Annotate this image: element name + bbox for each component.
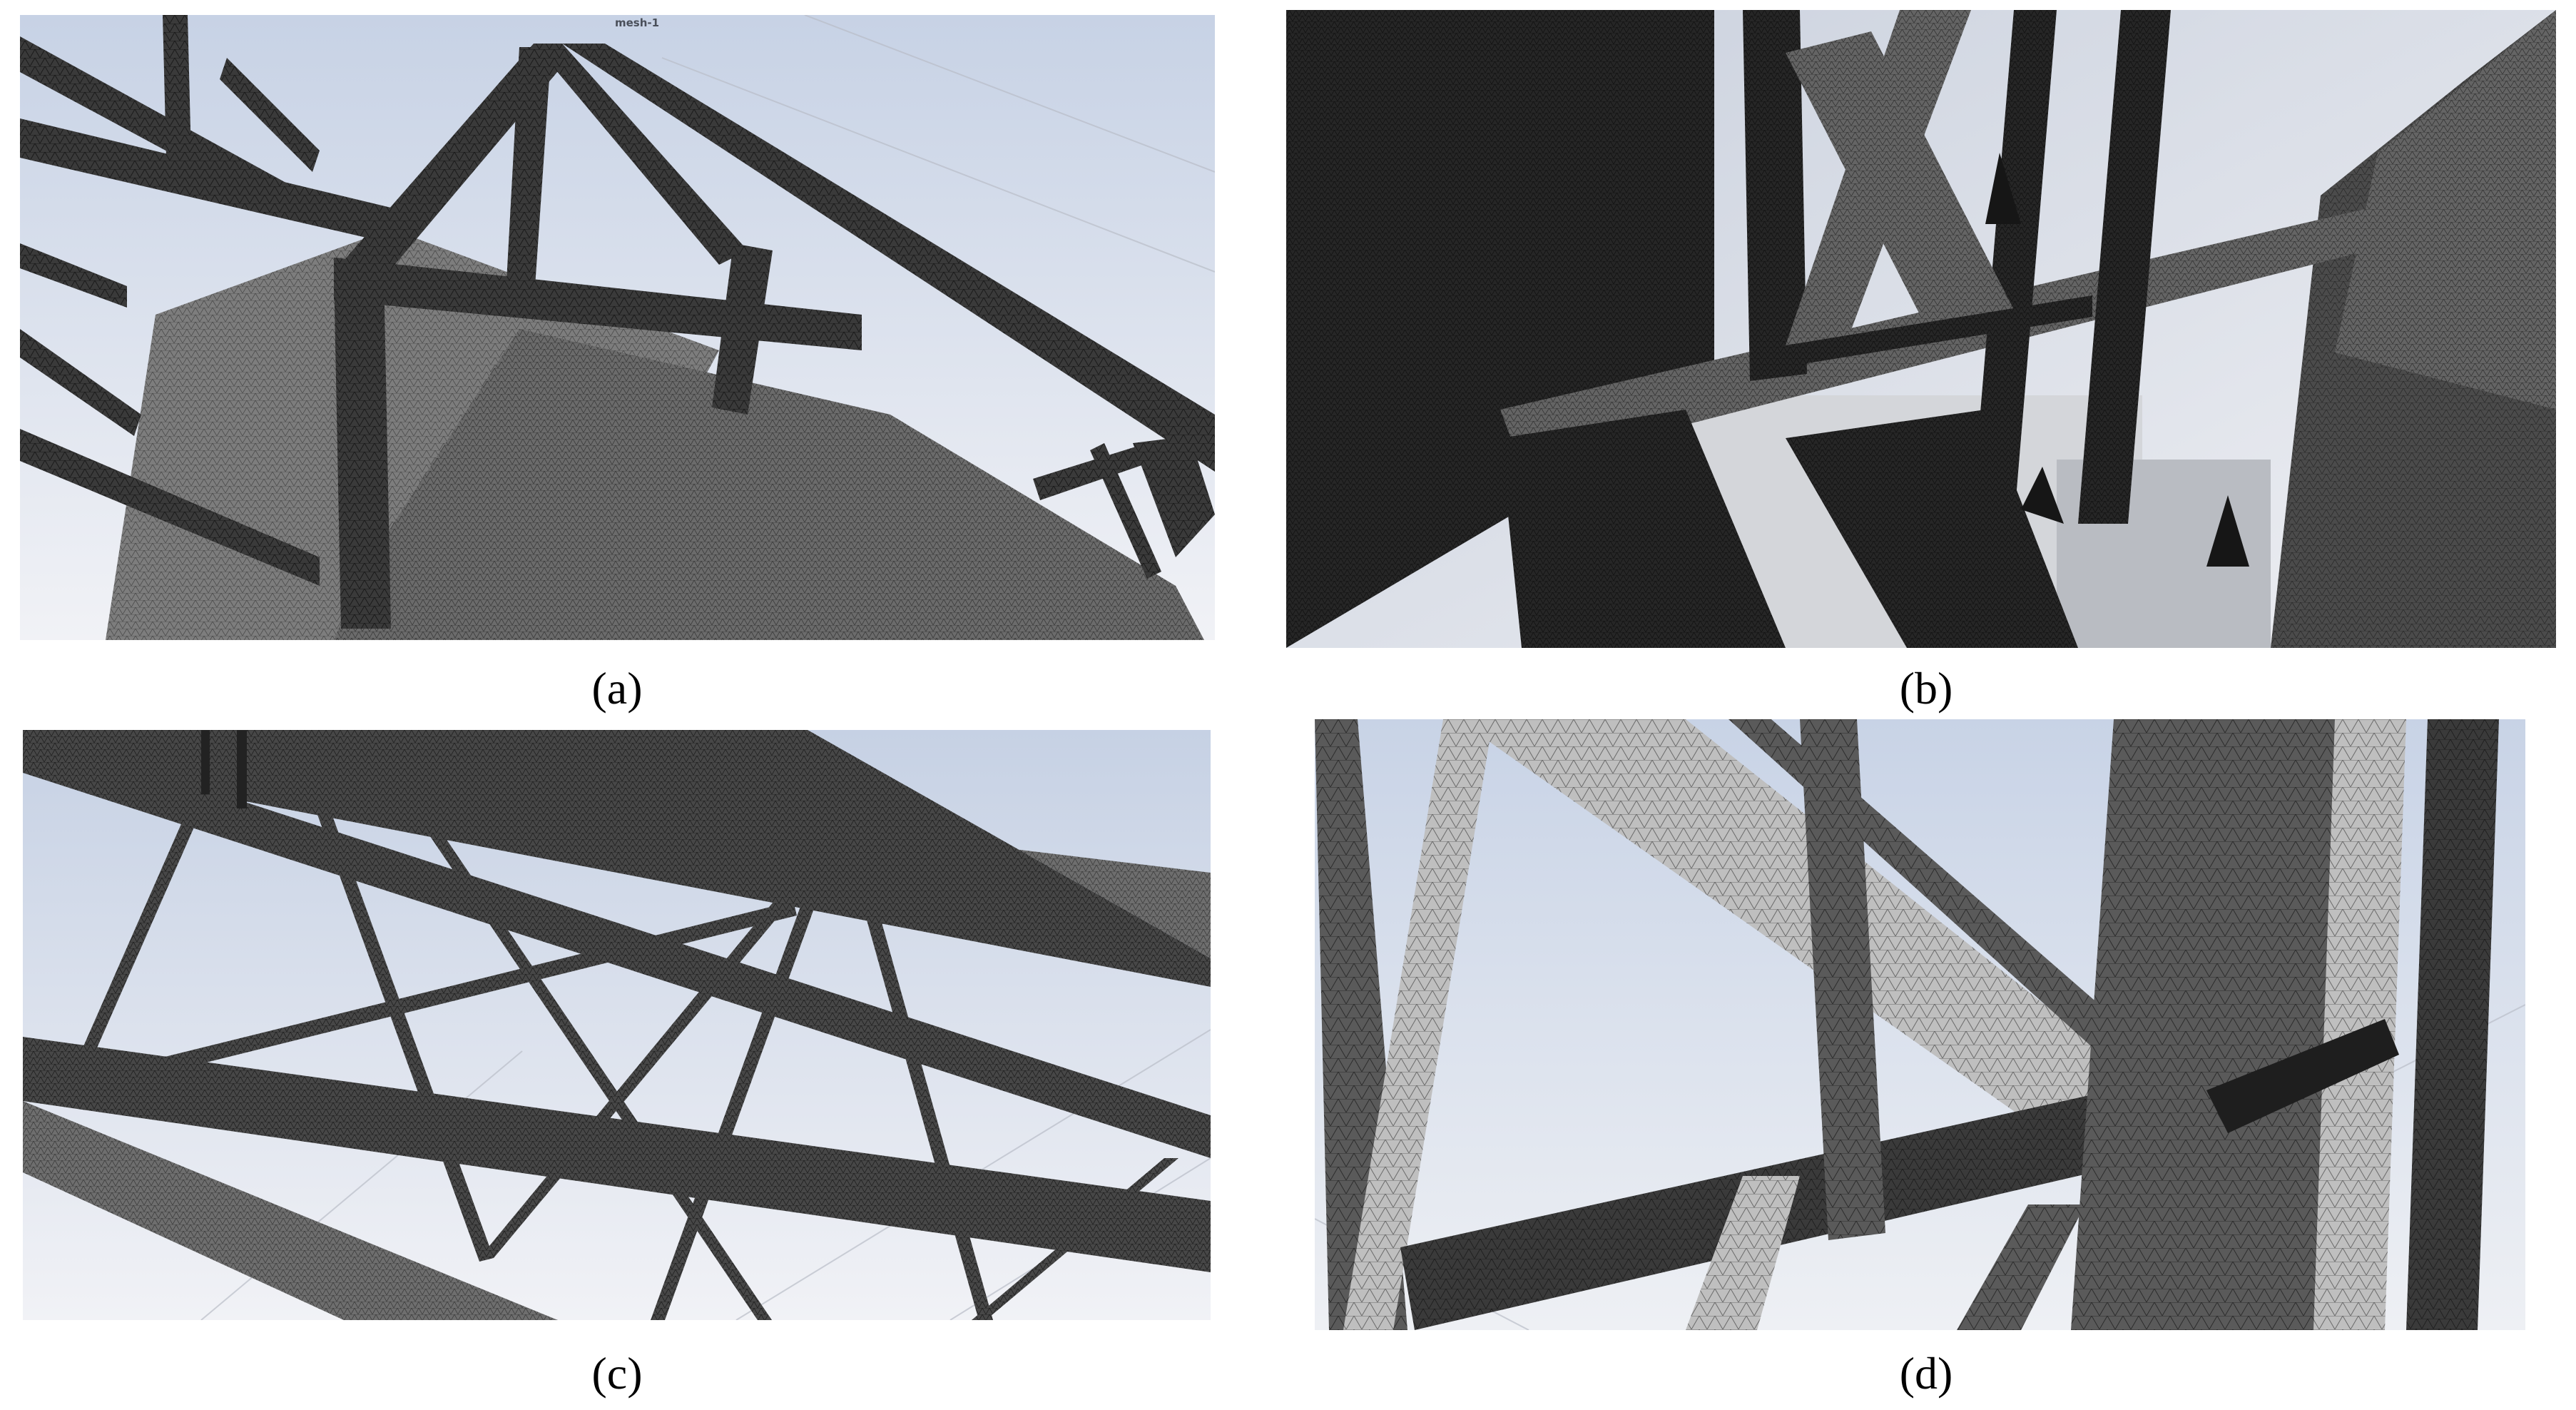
mesh-render-b xyxy=(1286,10,2556,648)
mesh-render-d xyxy=(1315,719,2525,1330)
caption-d: (d) xyxy=(1899,1348,1953,1399)
mesh-viewport-c[interactable] xyxy=(23,730,1211,1320)
mesh-render-c xyxy=(23,730,1211,1320)
caption-b: (b) xyxy=(1899,663,1953,714)
mesh-viewport-a[interactable]: mesh-1 xyxy=(20,15,1215,640)
viewport-title: mesh-1 xyxy=(614,16,660,29)
caption-a: (a) xyxy=(591,663,643,714)
caption-c: (c) xyxy=(591,1348,643,1399)
mesh-viewport-b[interactable] xyxy=(1286,10,2556,648)
mesh-render-a xyxy=(20,15,1215,640)
mesh-viewport-d[interactable] xyxy=(1315,719,2525,1330)
